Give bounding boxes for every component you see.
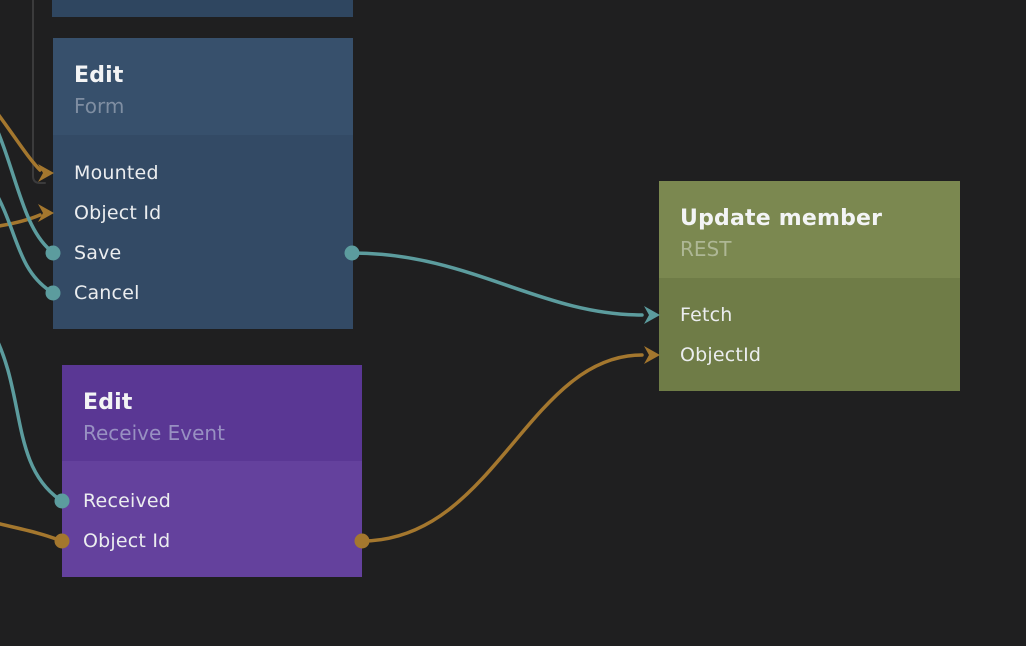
port-label: Object Id: [83, 530, 171, 552]
connection-orange-receive-to-objectid[interactable]: [360, 353, 644, 543]
port-mounted[interactable]: Mounted: [53, 153, 353, 193]
node-partial-top[interactable]: [52, 0, 353, 17]
port-save[interactable]: Save: [53, 233, 353, 273]
node-header[interactable]: Edit Form: [53, 38, 353, 135]
node-header[interactable]: Update member REST: [659, 181, 960, 278]
node-subtitle: Form: [74, 93, 125, 118]
port-arrow-mounted-icon[interactable]: [38, 164, 54, 182]
port-object-id[interactable]: Object Id: [62, 521, 362, 561]
port-label: Cancel: [74, 282, 140, 304]
connection-orange-object-id-purple[interactable]: [0, 522, 61, 542]
node-edit-receive-event[interactable]: Edit Receive Event Received Object Id: [62, 365, 362, 577]
port-object-id[interactable]: Object Id: [53, 193, 353, 233]
connection-orange-mounted[interactable]: [0, 106, 42, 172]
node-subtitle: Receive Event: [83, 420, 225, 445]
port-label: Mounted: [74, 162, 159, 184]
port-label: Fetch: [680, 304, 733, 326]
node-header[interactable]: Edit Receive Event: [62, 365, 362, 461]
node-subtitle: REST: [680, 236, 732, 261]
port-cancel[interactable]: Cancel: [53, 273, 353, 313]
port-list: Mounted Object Id Save Cancel: [53, 135, 353, 313]
port-received[interactable]: Received: [62, 481, 362, 521]
port-list: Received Object Id: [62, 461, 362, 561]
node-edit-form[interactable]: Edit Form Mounted Object Id Save Cancel: [53, 38, 353, 329]
port-arrow-objectid-icon[interactable]: [644, 346, 660, 364]
connection-teal-received[interactable]: [0, 330, 61, 501]
port-arrow-object-id-icon[interactable]: [38, 204, 54, 222]
node-title: Edit: [83, 390, 133, 415]
port-objectid[interactable]: ObjectId: [659, 335, 960, 375]
connection-teal-save[interactable]: [0, 118, 52, 252]
port-list: Fetch ObjectId: [659, 278, 960, 375]
port-label: Save: [74, 242, 122, 264]
node-title: Update member: [680, 206, 883, 231]
connection-teal-form-to-fetch[interactable]: [350, 251, 644, 317]
node-title: Edit: [74, 63, 124, 88]
connection-orange-object-id[interactable]: [0, 213, 42, 228]
port-fetch[interactable]: Fetch: [659, 295, 960, 335]
connection-teal-cancel[interactable]: [0, 186, 52, 293]
port-label: Object Id: [74, 202, 162, 224]
port-arrow-fetch-icon[interactable]: [644, 306, 660, 324]
node-update-member[interactable]: Update member REST Fetch ObjectId: [659, 181, 960, 391]
port-label: ObjectId: [680, 344, 762, 366]
port-label: Received: [83, 490, 172, 512]
connection-dark-inactive[interactable]: [32, 0, 46, 184]
